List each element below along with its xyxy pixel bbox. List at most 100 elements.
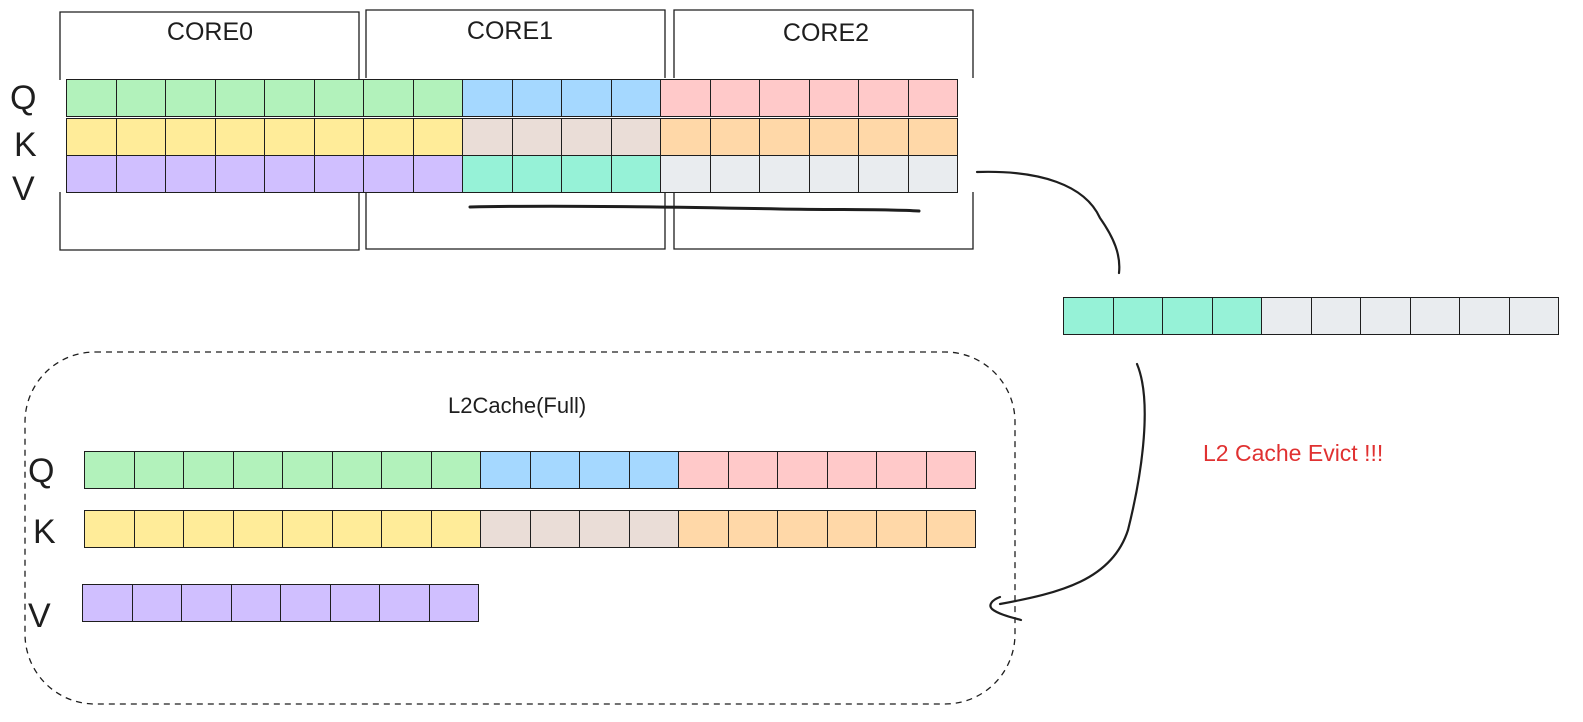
l2-q-row-block-1 (133, 451, 184, 489)
top-q-row-block-1 (115, 79, 166, 117)
top-k-row-block-5 (313, 118, 364, 156)
core2-label: CORE2 (782, 19, 870, 47)
l2-q-row-block-14 (777, 451, 828, 489)
l2-k-row-block-13 (727, 510, 778, 548)
top-q-row-block-6 (363, 79, 414, 117)
top-q-row-block-8 (462, 79, 513, 117)
top-q-row-block-10 (561, 79, 612, 117)
top-v-row-block-10 (561, 155, 612, 193)
l2-v-row-block-5 (329, 584, 380, 622)
moving-block-row-block-9 (1508, 297, 1559, 335)
l2-q-row-block-0 (84, 451, 135, 489)
l2-k-row-block-4 (282, 510, 333, 548)
l2cache-boundary (24, 351, 1016, 705)
l2-q-row-block-4 (282, 451, 333, 489)
l2-k-row-block-2 (183, 510, 234, 548)
core2-frame-top (673, 9, 974, 78)
l2-k-row-block-0 (84, 510, 135, 548)
l2-k-row-block-10 (579, 510, 630, 548)
arrow-head (989, 595, 1023, 622)
l2-evict-label: L2 Cache Evict !!! (1203, 440, 1384, 466)
top-q-row-block-9 (511, 79, 562, 117)
l2-k-row-block-8 (480, 510, 531, 548)
top-k-row-block-4 (264, 118, 315, 156)
l2-v-row-block-3 (230, 584, 281, 622)
l2-k-label: K (33, 513, 56, 551)
top-k-row-block-14 (759, 118, 810, 156)
moving-block-row-block-8 (1459, 297, 1510, 335)
core0-frame-bottom (59, 192, 360, 251)
moving-block-row-block-5 (1310, 297, 1361, 335)
l2-q-row-block-15 (826, 451, 877, 489)
l2-v-row-block-4 (280, 584, 331, 622)
top-q-row-block-16 (858, 79, 909, 117)
curve-to-l2 (998, 362, 1146, 606)
top-k-row-block-11 (610, 118, 661, 156)
top-v-row-block-11 (610, 155, 661, 193)
moving-block-row-block-2 (1162, 297, 1213, 335)
l2-v-row-block-7 (428, 584, 479, 622)
top-q-row-block-5 (313, 79, 364, 117)
core1-frame-bottom (365, 192, 666, 250)
top-v-row-block-7 (412, 155, 463, 193)
top-v-row-block-12 (660, 155, 711, 193)
curve-to-block (975, 170, 1121, 275)
top-k-row-block-10 (561, 118, 612, 156)
top-q-row-block-11 (610, 79, 661, 117)
l2-k-row-block-5 (331, 510, 382, 548)
top-v-row-block-4 (264, 155, 315, 193)
top-k-row-block-15 (808, 118, 859, 156)
l2-v-row-block-6 (379, 584, 430, 622)
top-v-row-block-13 (709, 155, 760, 193)
top-q-row-block-13 (709, 79, 760, 117)
l2-k-row-block-6 (381, 510, 432, 548)
l2-v-label: V (28, 597, 51, 635)
top-v-row-block-15 (808, 155, 859, 193)
l2-q-row-block-2 (183, 451, 234, 489)
top-q-row-block-2 (165, 79, 216, 117)
l2-k-row-block-14 (777, 510, 828, 548)
top-q-label: Q (10, 79, 37, 117)
core1-label: CORE1 (466, 17, 554, 45)
top-k-row-block-7 (412, 118, 463, 156)
l2-k-row-block-12 (678, 510, 729, 548)
core0-frame-top (59, 11, 360, 80)
l2-q-row-block-12 (678, 451, 729, 489)
l2-q-row-block-6 (381, 451, 432, 489)
top-v-row-block-14 (759, 155, 810, 193)
l2-q-row-block-10 (579, 451, 630, 489)
top-k-row-block-13 (709, 118, 760, 156)
top-v-row-block-0 (66, 155, 117, 193)
top-q-row-block-3 (214, 79, 265, 117)
top-v-row-block-3 (214, 155, 265, 193)
l2-q-row-block-16 (876, 451, 927, 489)
moving-block-row-block-7 (1409, 297, 1460, 335)
moving-block-row-block-1 (1112, 297, 1163, 335)
l2-q-row-block-13 (727, 451, 778, 489)
top-q-row-block-15 (808, 79, 859, 117)
l2-q-row-block-8 (480, 451, 531, 489)
l2-q-row-block-7 (430, 451, 481, 489)
l2-v-row-block-0 (82, 584, 133, 622)
top-k-row-block-1 (115, 118, 166, 156)
top-v-row-block-9 (511, 155, 562, 193)
core2-frame-bottom (673, 192, 974, 250)
moving-block-row-block-6 (1360, 297, 1411, 335)
underline-stroke (468, 204, 921, 213)
l2-q-row-block-5 (331, 451, 382, 489)
top-v-label: V (12, 170, 35, 208)
l2-q-row-block-3 (232, 451, 283, 489)
l2-k-row-block-9 (529, 510, 580, 548)
top-v-row-block-17 (907, 155, 958, 193)
top-v-row-block-1 (115, 155, 166, 193)
l2-q-row-block-11 (628, 451, 679, 489)
core0-label: CORE0 (166, 18, 254, 46)
l2-q-row-block-9 (529, 451, 580, 489)
top-k-label: K (14, 126, 37, 164)
top-v-row-block-8 (462, 155, 513, 193)
l2-k-row-block-17 (925, 510, 976, 548)
l2cache-title: L2Cache(Full) (448, 393, 587, 418)
top-q-row-block-12 (660, 79, 711, 117)
l2-k-row-block-15 (826, 510, 877, 548)
